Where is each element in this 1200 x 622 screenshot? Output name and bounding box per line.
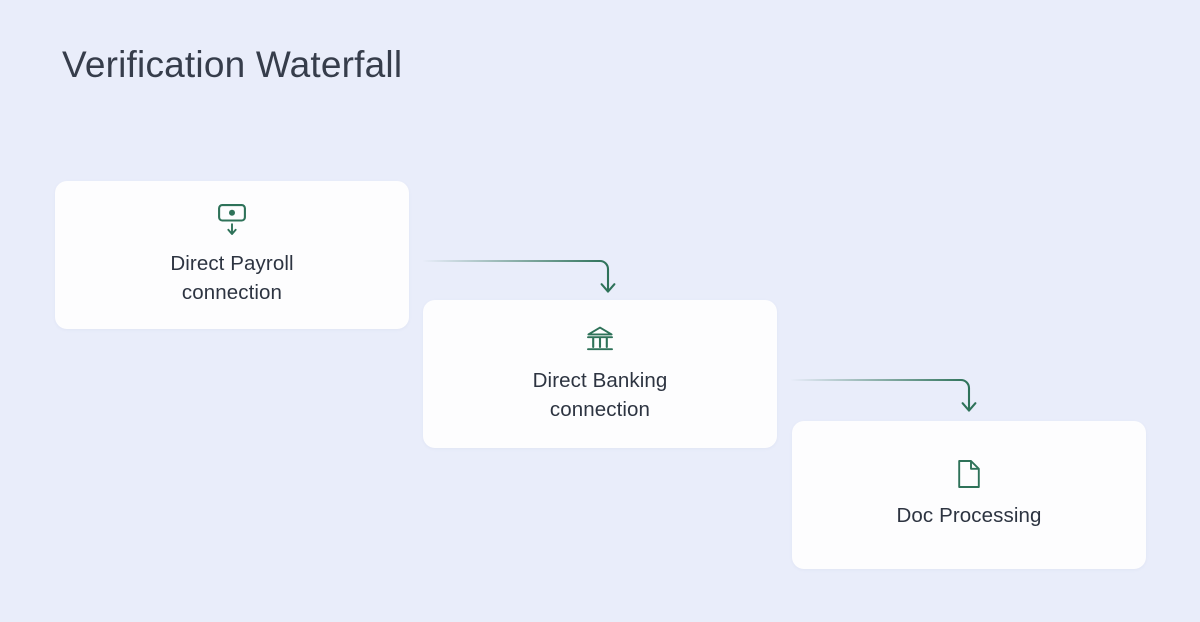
step-card-label: Doc Processing [897,501,1042,530]
step-card-doc-processing[interactable]: Doc Processing [792,421,1146,569]
step-card-label: Direct Payroll connection [170,249,293,307]
step-label-line-2: connection [549,398,651,421]
step-label-line-1: Doc Processing [896,504,1042,528]
step-card-label: Direct Banking connection [533,366,668,424]
step-card-direct-banking[interactable]: Direct Banking connection [423,300,777,448]
step-card-direct-payroll[interactable]: Direct Payroll connection [55,181,409,329]
step-label-line-1: Direct Banking [532,368,668,392]
step-label-line-1: Direct Payroll [170,251,294,275]
document-file-icon [956,459,982,489]
banknote-down-arrow-icon [217,203,247,237]
step-label-line-2: connection [181,281,283,304]
bank-building-icon [585,324,615,354]
connector-payroll-to-banking [420,259,616,293]
page-title: Verification Waterfall [62,44,403,85]
connector-banking-to-doc [788,378,977,412]
